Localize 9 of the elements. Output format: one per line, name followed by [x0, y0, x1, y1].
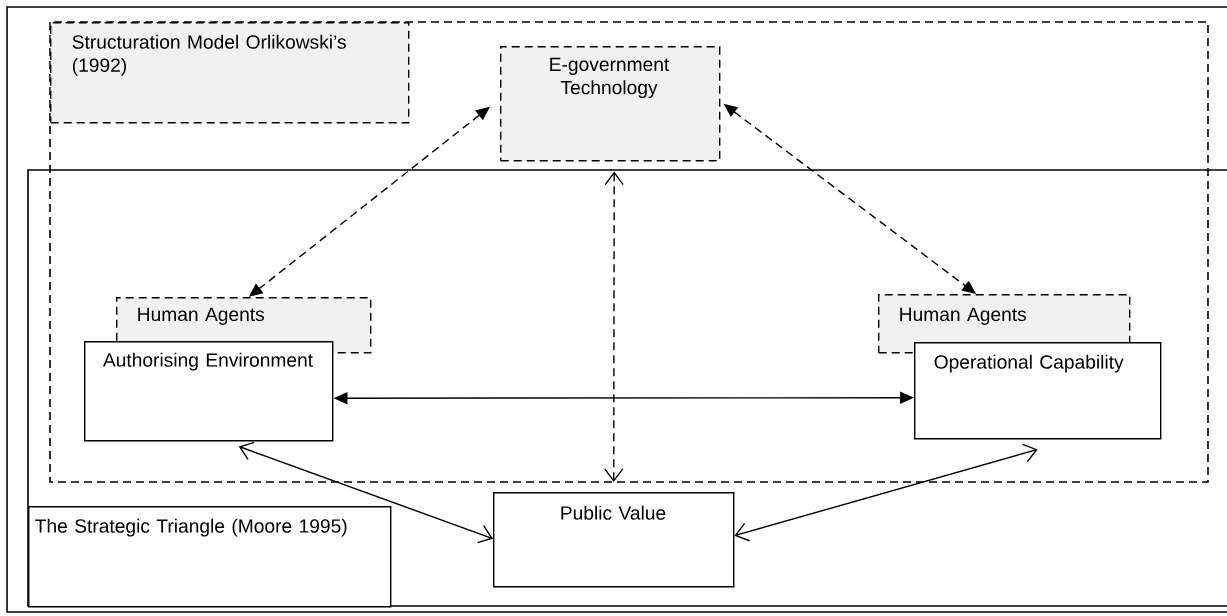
dashed-box: Structuration Model Orlikowski’s (1992) [50, 22, 410, 124]
dashed-box: E-government Technology [500, 46, 721, 162]
process-box: Public Value [493, 492, 735, 588]
arrow [734, 443, 1038, 542]
process-box: Authorising Environment [84, 341, 334, 442]
arrow [238, 441, 493, 544]
process-box: Operational Capability [914, 342, 1162, 440]
arrow [604, 171, 624, 482]
process-box: The Strategic Triangle (Moore 1995) [28, 506, 392, 608]
